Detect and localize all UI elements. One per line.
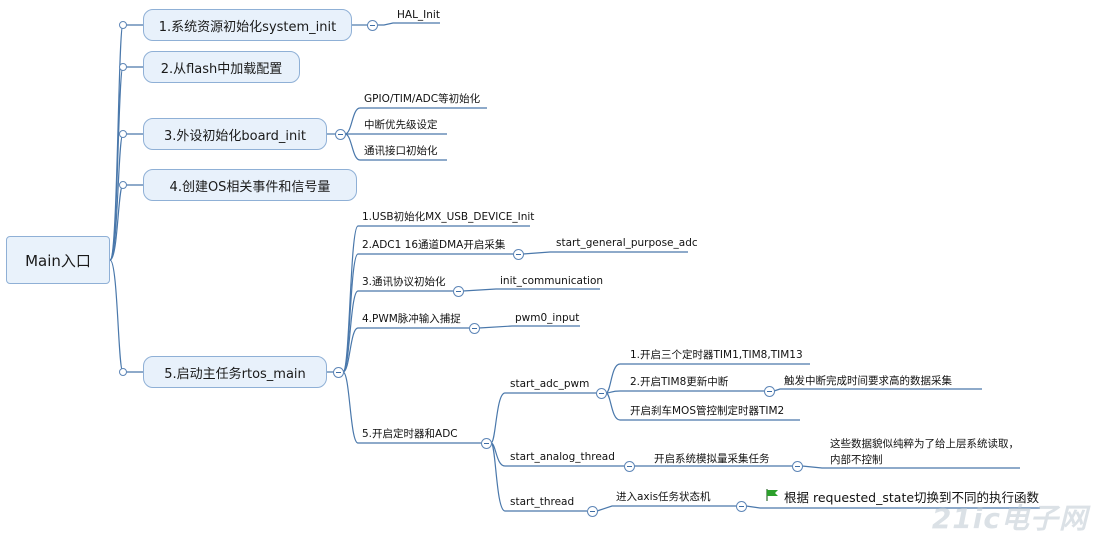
branch-system-init[interactable]: 1.系统资源初始化system_init [143,9,352,41]
node-comm-init[interactable]: 通讯接口初始化 [364,145,438,157]
branch-handle[interactable] [119,368,127,376]
node-enable-three-timers[interactable]: 1.开启三个定时器TIM1,TIM8,TIM13 [630,349,803,361]
branch-label: 2.从flash中加载配置 [160,61,283,77]
collapse-button[interactable] [513,249,524,260]
flag-icon [766,489,778,501]
node-start-general-purpose-adc[interactable]: start_general_purpose_adc [556,237,698,249]
branch-label: 3.外设初始化board_init [163,128,306,144]
node-analog-acquisition-task[interactable]: 开启系统模拟量采集任务 [654,453,770,465]
node-irq-priority[interactable]: 中断优先级设定 [364,119,438,131]
collapse-button[interactable] [736,501,747,512]
root-label: Main入口 [25,251,91,270]
node-start-analog-thread[interactable]: start_analog_thread [510,451,615,463]
node-axis-state-machine[interactable]: 进入axis任务状态机 [616,491,711,503]
collapse-button[interactable] [481,438,492,449]
node-requested-state-dispatch[interactable]: 根据 requested_state切换到不同的执行函数 [784,490,1040,505]
branch-handle[interactable] [119,130,127,138]
collapse-button[interactable] [596,388,607,399]
node-brake-mos-timer[interactable]: 开启刹车MOS管控制定时器TIM2 [630,405,785,417]
root-topic[interactable]: Main入口 [6,236,110,284]
collapse-button[interactable] [335,129,346,140]
node-timers-adc[interactable]: 5.开启定时器和ADC [362,428,458,440]
collapse-button[interactable] [764,386,775,397]
node-tim8-update-irq[interactable]: 2.开启TIM8更新中断 [630,376,729,388]
node-adc-dma[interactable]: 2.ADC1 16通道DMA开启采集 [362,239,506,251]
node-start-adc-pwm[interactable]: start_adc_pwm [510,378,590,390]
node-analog-note[interactable]: 这些数据貌似纯粹为了给上层系统读取，内部不控制 [830,438,1019,466]
node-usb-init[interactable]: 1.USB初始化MX_USB_DEVICE_Init [362,211,535,223]
collapse-button[interactable] [624,461,635,472]
branch-os-events[interactable]: 4.创建OS相关事件和信号量 [143,169,357,201]
collapse-button[interactable] [367,20,378,31]
node-hal-init[interactable]: HAL_Init [397,9,440,21]
node-pwm-capture[interactable]: 4.PWM脉冲输入捕捉 [362,313,461,325]
branch-handle[interactable] [119,181,127,189]
collapse-button[interactable] [469,323,480,334]
collapse-button[interactable] [587,506,598,517]
collapse-button[interactable] [453,286,464,297]
branch-label: 4.创建OS相关事件和信号量 [169,179,331,195]
collapse-button[interactable] [333,367,344,378]
branch-label: 1.系统资源初始化system_init [158,19,337,35]
node-pwm0-input[interactable]: pwm0_input [515,312,580,324]
branch-handle[interactable] [119,21,127,29]
watermark-logo: 21ic电子网 [931,502,1088,535]
branch-rtos-main[interactable]: 5.启动主任务rtos_main [143,356,327,388]
branch-board-init[interactable]: 3.外设初始化board_init [143,118,327,150]
branch-label: 5.启动主任务rtos_main [164,366,306,382]
node-start-thread[interactable]: start_thread [510,496,575,508]
node-irq-data-acquisition[interactable]: 触发中断完成时间要求高的数据采集 [784,375,952,387]
node-init-communication[interactable]: init_communication [500,275,604,287]
collapse-button[interactable] [792,461,803,472]
branch-load-config[interactable]: 2.从flash中加载配置 [143,51,300,83]
branch-handle[interactable] [119,63,127,71]
node-protocol-init[interactable]: 3.通讯协议初始化 [362,276,446,288]
node-gpio-init[interactable]: GPIO/TIM/ADC等初始化 [364,93,481,105]
